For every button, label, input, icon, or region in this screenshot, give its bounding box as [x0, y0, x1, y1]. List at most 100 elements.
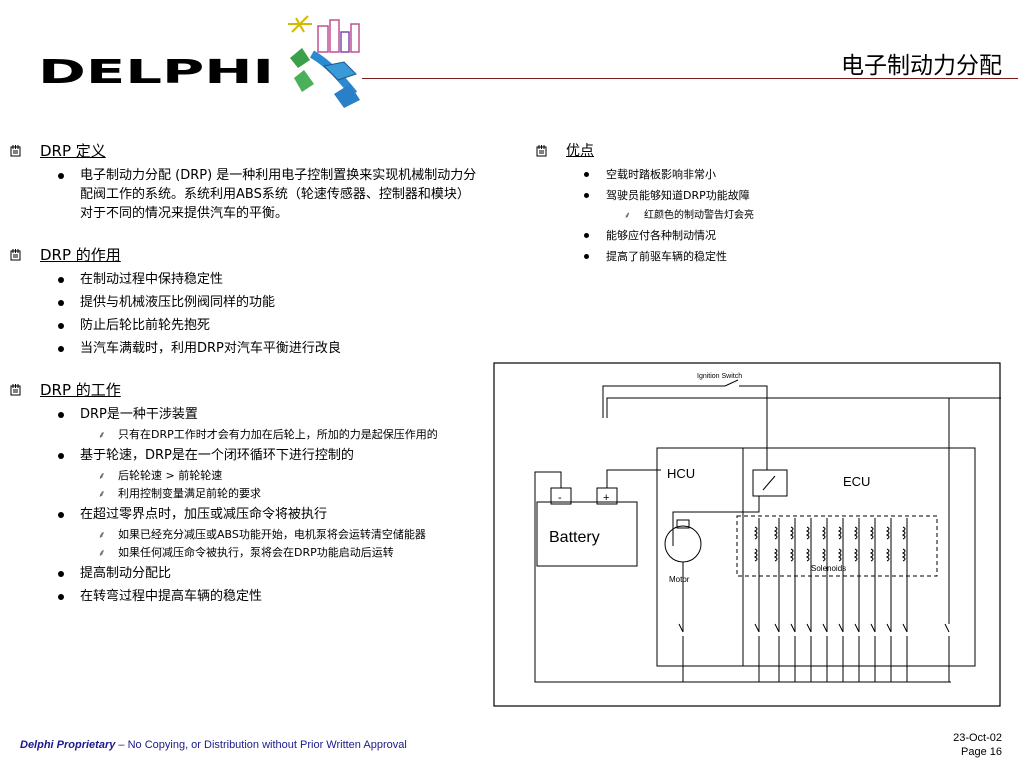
list-item: DRP是一种干涉装置	[40, 405, 480, 424]
bullet-icon	[58, 594, 64, 600]
sub-bullet-icon: ⸙	[98, 530, 106, 541]
list-item-text: 在超过零界点时，加压或减压命令将被执行	[80, 507, 328, 522]
wire-ignition-right	[739, 385, 768, 470]
ignition-switch-contact	[724, 379, 739, 387]
footer-notice-text: – No Copying, or Distribution without Pr…	[115, 739, 407, 751]
list-item: 防止后轮比前轮先抱死	[40, 316, 480, 335]
list-item: 在转弯过程中提高车辆的稳定性	[40, 587, 480, 606]
sub-list-item: ⸙如果任何减压命令被执行，泵将会在DRP功能启动后运转	[40, 545, 480, 560]
sub-list-item: ⸙ 只有在DRP工作时才会有力加在后轮上，所加的力是起保压作用的	[40, 427, 480, 442]
bullet-icon	[584, 193, 589, 198]
sub-list-item-text: 只有在DRP工作时才会有力加在后轮上，所加的力是起保压作用的	[118, 428, 438, 441]
list-item: 驾驶员能够知道DRP功能故障	[566, 188, 1016, 204]
section-heading: 优点	[566, 143, 594, 159]
page-title: 电子制动力分配	[841, 53, 1002, 79]
list-item-text: 基于轮速，DRP是在一个闭环循环下进行控制的	[80, 448, 354, 463]
list-item: 能够应付各种制动情况	[566, 228, 1016, 244]
sub-list-item: ⸙ 利用控制变量满足前轮的要求	[40, 486, 480, 501]
footer-page: Page 16	[961, 746, 1002, 758]
left-column: DRP 定义 电子制动力分配 (DRP) 是一种利用电子控制置换来实现机械制动力…	[10, 140, 480, 627]
bullet-icon	[58, 571, 64, 577]
sub-list-item: ⸙ 如果已经充分减压或ABS功能开始，电机泵将会运转清空储能器	[40, 527, 480, 542]
note-icon	[10, 145, 21, 157]
bullet-icon	[58, 300, 64, 306]
list-item: 空载时踏板影响非常小	[566, 167, 1016, 183]
motor-brush	[676, 519, 690, 529]
section-definition: DRP 定义 电子制动力分配 (DRP) 是一种利用电子控制置换来实现机械制动力…	[10, 140, 480, 223]
bullet-icon	[58, 277, 64, 283]
city-emblem-icon	[288, 15, 360, 108]
list-item: 基于轮速，DRP是在一个闭环循环下进行控制的	[40, 446, 480, 465]
footer-meta: 23-Oct-02 Page 16	[953, 731, 1002, 759]
title-rule	[362, 78, 1018, 79]
relay-box	[752, 469, 788, 497]
list-item-text: 能够应付各种制动情况	[606, 229, 716, 242]
sub-bullet-icon: ⸙	[98, 489, 106, 500]
bullet-icon	[584, 254, 589, 259]
section-advantages: 优点 空载时踏板影响非常小 驾驶员能够知道DRP功能故障 ⸙红颜色的制动警告灯会…	[536, 140, 1016, 265]
list-item-text: 在转弯过程中提高车辆的稳定性	[80, 589, 263, 604]
solenoids-box	[736, 515, 938, 577]
sub-list-item: ⸙红颜色的制动警告灯会亮	[566, 209, 1016, 223]
section-heading: DRP 的作用	[40, 246, 121, 264]
section-purpose: DRP 的作用 在制动过程中保持稳定性 提供与机械液压比例阀同样的功能 防止后轮…	[10, 244, 480, 358]
bullet-icon	[58, 346, 64, 352]
list-item-text: 提高了前驱车辆的稳定性	[606, 250, 727, 263]
sub-bullet-icon: ⸙	[98, 430, 106, 441]
footer-notice: Delphi Proprietary – No Copying, or Dist…	[20, 739, 407, 751]
logo-text: DELPHI	[38, 56, 274, 86]
sub-list-item-text: 如果已经充分减压或ABS功能开始，电机泵将会运转清空储能器	[118, 528, 426, 541]
list-item: 当汽车满载时，利用DRP对汽车平衡进行改良	[40, 339, 480, 358]
note-icon	[10, 249, 21, 261]
motor-label: Motor	[669, 575, 690, 584]
battery-label: Battery	[549, 529, 600, 546]
list-item-text: 驾驶员能够知道DRP功能故障	[606, 189, 750, 202]
transistor-switches	[661, 398, 951, 683]
list-item: 电子制动力分配 (DRP) 是一种利用电子控制置换来实现机械制动力分配阀工作的系…	[40, 166, 480, 223]
footer-proprietary: Delphi Proprietary	[20, 739, 116, 751]
battery-neg-label: -	[558, 492, 562, 504]
list-item-text: 当汽车满载时，利用DRP对汽车平衡进行改良	[80, 341, 341, 356]
sub-list-item-text: 利用控制变量满足前轮的要求	[118, 487, 261, 500]
circuit-diagram: HCU ECU Ignition Switch - + Battery Moto…	[493, 362, 1001, 707]
bullet-icon	[58, 173, 64, 179]
sub-bullet-icon: ⸙	[98, 471, 106, 482]
bullet-icon	[584, 233, 589, 238]
list-item-text: 提供与机械液压比例阀同样的功能	[80, 295, 276, 310]
sub-list-item: ⸙ 后轮轮速 > 前轮轮速	[40, 468, 480, 483]
list-item: 提高了前驱车辆的稳定性	[566, 249, 1016, 265]
footer-date: 23-Oct-02	[953, 732, 1002, 744]
bullet-icon	[58, 453, 64, 459]
relay-contact	[762, 475, 776, 491]
ignition-label: Ignition Switch	[697, 373, 742, 380]
list-item: 在超过零界点时，加压或减压命令将被执行	[40, 505, 480, 524]
list-item-text: 电子制动力分配 (DRP) 是一种利用电子控制置换来实现机械制动力分配阀工作的系…	[80, 168, 477, 221]
ecu-box	[656, 447, 976, 667]
wire-top-bus	[606, 397, 1001, 418]
wire-battery-ground	[534, 471, 661, 683]
note-icon	[10, 384, 21, 396]
section-operation: DRP 的工作 DRP是一种干涉装置 ⸙ 只有在DRP工作时才会有力加在后轮上，所…	[10, 379, 480, 606]
ecu-label: ECU	[843, 474, 870, 489]
solenoids-label: Solenoids	[811, 564, 846, 573]
wire-battery-pos	[606, 469, 661, 488]
sub-bullet-icon: ⸙	[98, 548, 106, 559]
list-item-text: DRP是一种干涉装置	[80, 407, 198, 422]
battery-box	[536, 501, 638, 567]
wire-ignition-left	[602, 385, 725, 418]
section-heading: DRP 的工作	[40, 381, 121, 399]
battery-pos-label: +	[603, 492, 609, 504]
diagram-frame	[493, 362, 1001, 707]
list-item: 提高制动分配比	[40, 564, 480, 583]
list-item-text: 在制动过程中保持稳定性	[80, 272, 224, 287]
list-item-text: 空载时踏板影响非常小	[606, 168, 716, 181]
sub-list-item-text: 后轮轮速 > 前轮轮速	[118, 469, 223, 482]
right-column: 优点 空载时踏板影响非常小 驾驶员能够知道DRP功能故障 ⸙红颜色的制动警告灯会…	[536, 140, 1016, 286]
hcu-label: HCU	[667, 466, 695, 481]
bullet-icon	[58, 512, 64, 518]
section-heading: DRP 定义	[40, 142, 106, 160]
bullet-icon	[58, 412, 64, 418]
sub-bullet-icon: ⸙	[624, 211, 631, 221]
bullet-icon	[58, 323, 64, 329]
delphi-logo: DELPHI	[38, 56, 274, 86]
